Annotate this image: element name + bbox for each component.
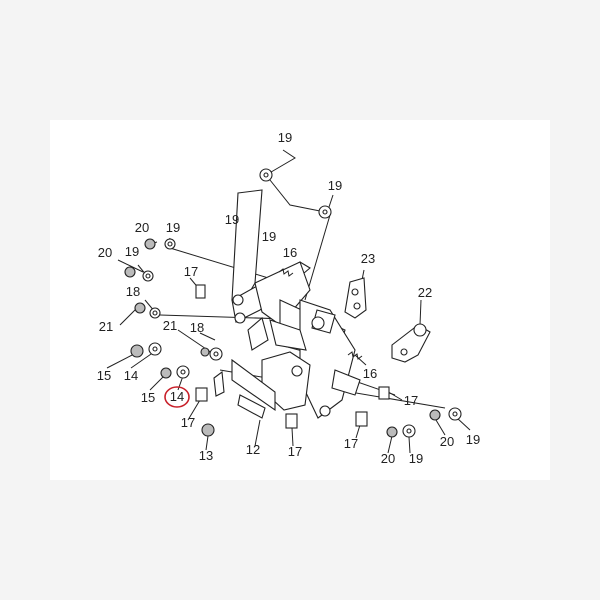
callout-label-20: 20 (381, 451, 395, 466)
clips-17 (195, 284, 390, 429)
highlight-circle (164, 386, 190, 408)
callout-label-15: 15 (97, 368, 111, 383)
callout-label-16: 16 (283, 245, 297, 260)
callout-label-19: 19 (125, 244, 139, 259)
bracket-23 (344, 277, 367, 319)
callout-label-19: 19 (225, 212, 239, 227)
callout-label-13: 13 (199, 448, 213, 463)
callout-label-19: 19 (278, 130, 292, 145)
frame-assembly (231, 189, 361, 419)
callout-label-14: 14 (170, 389, 184, 404)
callout-label-17: 17 (181, 415, 195, 430)
washers-14-18 (148, 307, 223, 379)
callout-label-22: 22 (418, 285, 432, 300)
callout-label-17: 17 (288, 444, 302, 459)
callout-label-19: 19 (262, 229, 276, 244)
callout-label-20: 20 (135, 220, 149, 235)
callout-label-17: 17 (404, 393, 418, 408)
callout-label-19: 19 (466, 432, 480, 447)
callout-label-23: 23 (361, 251, 375, 266)
callout-label-19: 19 (166, 220, 180, 235)
bracket-22 (391, 323, 431, 363)
callout-label-20: 20 (440, 434, 454, 449)
callout-label-16: 16 (363, 366, 377, 381)
callout-label-14: 14 (124, 368, 138, 383)
callout-label-21: 21 (163, 318, 177, 333)
callout-label-21: 21 (99, 319, 113, 334)
bolts-nuts (124, 238, 441, 438)
callout-label-17: 17 (344, 436, 358, 451)
callout-label-19: 19 (328, 178, 342, 193)
callout-label-15: 15 (141, 390, 155, 405)
callout-label-18: 18 (126, 284, 140, 299)
callout-label-17: 17 (184, 264, 198, 279)
callout-label-20: 20 (98, 245, 112, 260)
callout-label-18: 18 (190, 320, 204, 335)
spring-16 (278, 268, 363, 360)
callout-label-19: 19 (409, 451, 423, 466)
callout-label-12: 12 (246, 442, 260, 457)
washers-19 (142, 168, 462, 438)
